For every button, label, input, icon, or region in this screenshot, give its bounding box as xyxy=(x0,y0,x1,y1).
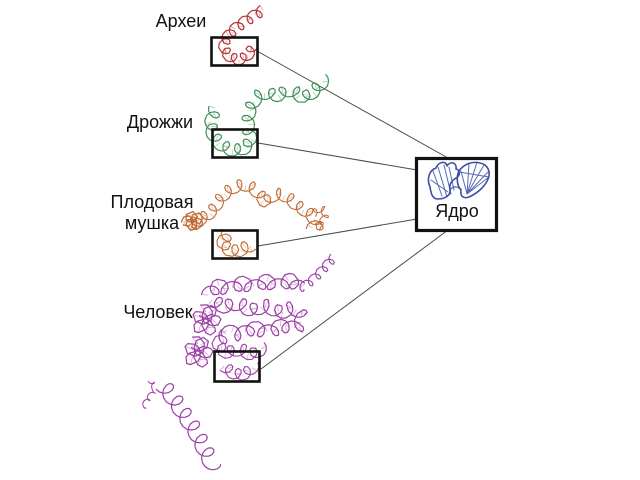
highlight-box-archaea xyxy=(210,36,259,67)
highlight-box-yeast xyxy=(211,128,259,159)
highlight-box-fruitfly xyxy=(211,229,259,260)
label-archaea: Археи xyxy=(155,11,207,31)
rna-structure-human xyxy=(142,253,335,471)
rna-strand xyxy=(180,210,204,232)
label-yeast: Дрожжи xyxy=(126,112,194,132)
rna-strand xyxy=(192,304,222,336)
highlight-box-human xyxy=(213,350,261,383)
rna-strand xyxy=(312,205,329,232)
rna-strand xyxy=(190,179,323,231)
rna-strand xyxy=(204,73,330,157)
core-structure xyxy=(427,161,490,200)
rna-strand xyxy=(211,329,267,361)
connector-line-human xyxy=(260,229,449,370)
core-label: Ядро xyxy=(435,201,479,221)
rna-strand xyxy=(142,380,156,409)
rna-strand xyxy=(218,5,263,66)
label-fruitfly: Плодовая мушка xyxy=(102,192,202,234)
label-human: Человек xyxy=(123,302,193,322)
label-fruitfly-line2: мушка xyxy=(124,213,180,233)
rna-strand xyxy=(205,81,329,157)
rna-strand xyxy=(219,362,260,381)
rna-strand xyxy=(201,274,306,296)
connector-line-archaea xyxy=(256,50,449,159)
rna-strand xyxy=(299,253,335,292)
connector-line-fruitfly xyxy=(257,218,418,247)
rna-strand xyxy=(184,336,214,368)
core-box xyxy=(414,156,499,233)
rna-strand xyxy=(216,228,257,258)
rna-strand xyxy=(188,181,321,231)
rna-strand xyxy=(200,272,306,296)
rna-strand xyxy=(155,383,222,471)
rna-structure-archaea xyxy=(218,5,264,66)
rna-structure-yeast xyxy=(204,73,330,157)
rna-strand xyxy=(207,296,308,342)
rna-structure-fruitfly xyxy=(180,179,329,258)
label-fruitfly-line1: Плодовая xyxy=(110,192,194,212)
connector-line-yeast xyxy=(257,142,418,171)
